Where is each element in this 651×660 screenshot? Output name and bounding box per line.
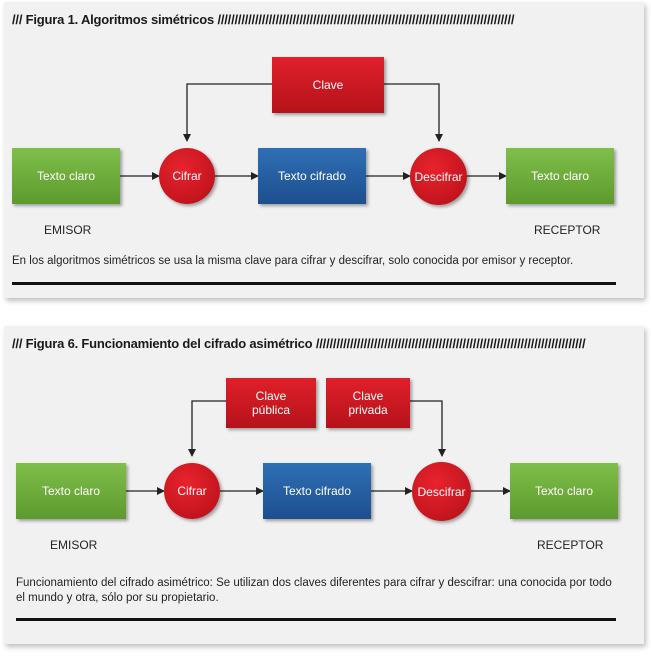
arrow-key-to-decrypt: [384, 83, 443, 142]
figure-1-title: /// Figura 1. Algoritmos simétricos ////…: [12, 12, 636, 27]
arrow-public-key-to-encrypt: [188, 400, 226, 457]
private-key-box: Clave privada: [326, 378, 410, 428]
key-box: Clave: [272, 57, 384, 113]
figure-2-panel: /// Figura 6. Funcionamiento del cifrado…: [4, 326, 644, 644]
public-key-box: Clave pública: [226, 378, 316, 428]
plaintext-box-sender-2: Texto claro: [16, 463, 126, 519]
ciphertext-box-2: Texto cifrado: [263, 463, 371, 519]
plaintext-box-sender: Texto claro: [12, 148, 120, 204]
figure-1-panel: /// Figura 1. Algoritmos simétricos ////…: [4, 2, 644, 298]
sender-label-2: EMISOR: [50, 538, 98, 552]
figure-1-rule: [12, 282, 616, 285]
figure-2-arrows: [126, 400, 511, 495]
ciphertext-box: Texto cifrado: [258, 148, 366, 204]
figure-1-arrows: [120, 83, 507, 180]
sender-label: EMISOR: [44, 223, 92, 237]
receiver-label: RECEPTOR: [534, 223, 601, 237]
arrow-private-key-to-decrypt: [410, 400, 446, 457]
figure-2-title: /// Figura 6. Funcionamiento del cifrado…: [12, 336, 636, 351]
encrypt-node: Cifrar: [159, 148, 215, 204]
figure-2-title-text: /// Figura 6. Funcionamiento del cifrado…: [12, 336, 313, 351]
receiver-label-2: RECEPTOR: [537, 538, 604, 552]
arrow-key-to-encrypt: [183, 83, 272, 142]
figure-1-title-slashes: ////////////////////////////////////////…: [217, 12, 515, 27]
figure-2-rule: [16, 618, 616, 621]
figure-2-title-slashes: ////////////////////////////////////////…: [315, 336, 586, 351]
decrypt-node: Descifrar: [410, 148, 467, 205]
figure-2-caption: Funcionamiento del cifrado asimétrico: S…: [16, 577, 612, 604]
encrypt-node-2: Cifrar: [164, 463, 220, 519]
figure-1-title-text: /// Figura 1. Algoritmos simétricos: [12, 12, 215, 27]
plaintext-box-receiver: Texto claro: [506, 148, 614, 204]
plaintext-box-receiver-2: Texto claro: [510, 463, 618, 519]
figure-1-caption: En los algoritmos simétricos se usa la m…: [12, 255, 574, 267]
decrypt-node-2: Descifrar: [412, 462, 471, 521]
